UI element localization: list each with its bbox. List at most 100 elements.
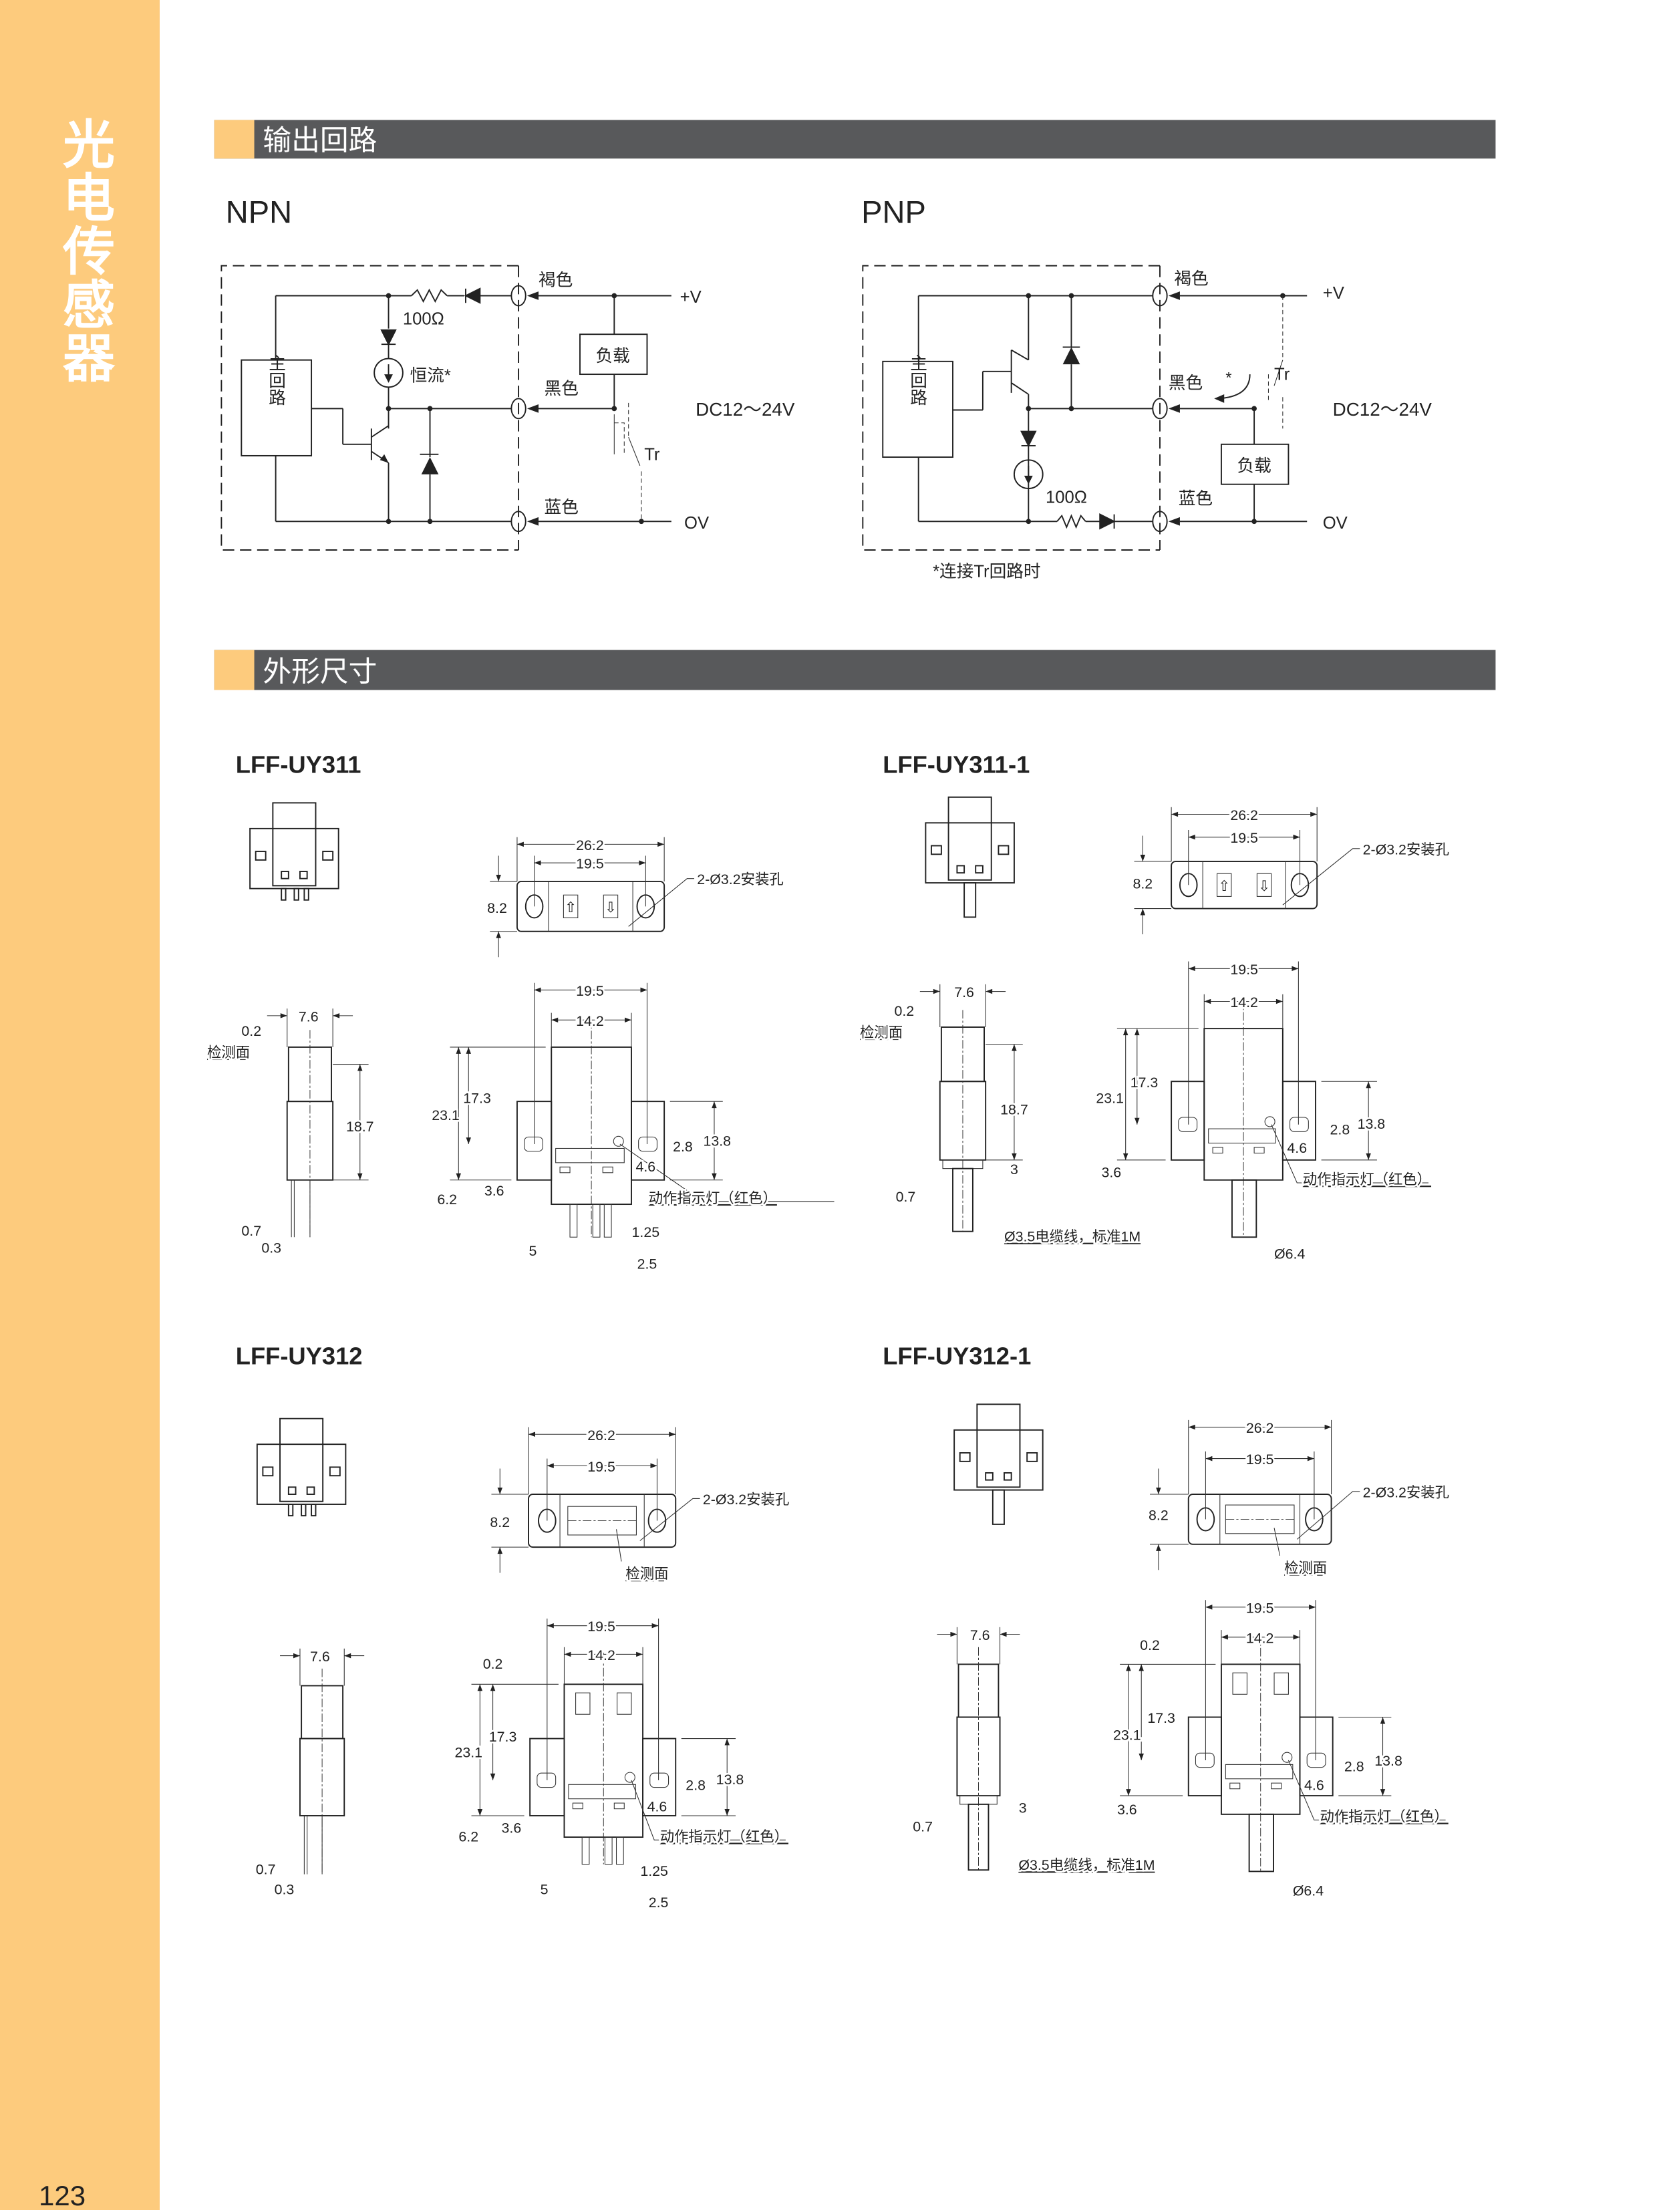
arrow-down-icon: ⇩ [1258,878,1270,894]
dimension-surface: 检测面 [207,1045,250,1061]
arrow-up-icon [1232,1672,1247,1695]
slot [329,1466,341,1477]
product-lff-uy312: LFF-UY31226.219.58.22-Ø3.2安装孔检测面7.60.70.… [236,1342,791,1912]
mounting-slot [524,1136,543,1152]
load-box [1220,443,1290,485]
dimension-front-body-w: 14.2 [576,1013,604,1029]
terminal [510,285,526,307]
dimension-pin-len: 6.2 [458,1828,478,1844]
pin [592,1204,601,1238]
dimension-front-axis: 17.3 [489,1729,517,1745]
mounting-slot [537,1772,557,1788]
dimension-top-hole-w: 19.5 [1246,1451,1274,1468]
circuit-type-title: NPN [226,194,292,229]
mounting-slot [1195,1752,1215,1768]
tr-label: Tr [644,445,660,464]
dimension-pin-t: 0.3 [261,1240,281,1256]
terminal-window [1212,1147,1223,1153]
front-view [1120,1600,1446,1873]
mounting-slot [1178,1117,1198,1132]
top-outline [1171,861,1318,910]
arrow-down-icon [617,1692,632,1715]
pin [293,887,299,901]
sensor-column [279,1417,324,1502]
wire [1273,360,1284,386]
pin [281,887,287,901]
dimension-top-hole-w: 19.5 [587,1459,615,1475]
dimension-cable-note: Ø3.5电缆线，标准1M [1018,1857,1155,1873]
arrow-up-icon [1216,873,1232,897]
tr-label: Tr [1274,366,1290,384]
asterisk-label: * [1225,369,1231,386]
dimension-front-h: 23.1 [1113,1727,1141,1744]
pin [569,1204,578,1238]
led-leader-line [619,1143,835,1202]
indicator-panel [568,1784,636,1800]
sensor-boundary [862,265,1160,551]
pnp-circuit-diagram: PNP主回路100Ω*褐色黑色蓝色负载+VOVDC12～24VTr*连接Tr回路… [861,194,1432,581]
category-sidebar: 光电传感器 123 [0,0,160,2211]
wire-brown-label: 褐色 [1174,269,1208,288]
led-leader-line [1288,1760,1446,1820]
constant-current-label: 恒流* [410,366,451,386]
led-leader-line [1271,1124,1428,1184]
slot [998,845,1010,855]
sensor-base [925,822,1015,884]
dimension-surface: 检测面 [1284,1560,1327,1576]
category-title: 光电传感器 [54,117,114,384]
product-model-title: LFF-UY311-1 [883,750,1030,778]
led-leader-line [631,1780,786,1840]
cable [1248,1813,1274,1873]
dimension-front-gap: 0.2 [483,1656,503,1672]
front-view [471,1618,786,1865]
wire-black-label: 黑色 [1169,373,1203,392]
arrow-icon [1168,517,1180,526]
arrow-down-icon: ⇩ [605,900,617,916]
front-wing-right [1282,1081,1316,1161]
zero-v-label: OV [1323,514,1348,533]
diode-symbol [1020,430,1037,448]
front-wing-right [642,1738,677,1816]
arrow-up-icon: ⇧ [1218,878,1230,894]
arrow-up-icon [563,894,579,918]
pin [615,1836,624,1865]
dimension-hole-note: 2-Ø3.2安装孔 [703,1492,789,1508]
sensor-base [249,827,339,889]
sensor-column [947,796,992,881]
load-box [579,333,648,376]
section-header-dimensions: 外形尺寸 [214,650,1496,690]
footnote: *连接Tr回路时 [933,562,1040,581]
main-circuit-box [241,359,313,456]
product-lff-uy311: LFF-UY311⇧⇩26.219.58.22-Ø3.2安装孔7.60.2检测面… [205,750,835,1274]
wire [615,1529,622,1562]
arrow-down-icon [603,894,619,918]
junction-dot [427,519,433,525]
dimension-pin-pitch: 1.25 [632,1224,660,1240]
dimension-wing-h: 13.8 [703,1133,731,1149]
top-outline [528,1494,677,1548]
terminal [1152,398,1168,420]
mounting-slot [638,1136,657,1152]
section-header-output-circuit: 输出回路 [214,120,1496,159]
wire-blue-label: 蓝色 [1179,489,1213,509]
dimension-wing-h: 13.8 [1358,1116,1386,1132]
junction-dot [639,519,644,525]
dimension-front-axis: 17.3 [463,1090,491,1106]
dimension-led-off: 4.6 [1287,1140,1307,1156]
leader-line [628,878,695,927]
dimension-front-h: 23.1 [1096,1090,1124,1106]
junction-dot [1026,519,1032,525]
dimension-side-w: 7.6 [299,1008,319,1024]
cable [1231,1179,1257,1238]
zener-diode [1062,347,1080,365]
wire [628,436,641,466]
diode-symbol [464,287,481,304]
resistor-symbol [411,288,448,303]
terminal-window [1253,1147,1265,1153]
led-window [299,871,308,879]
sensor-column [976,1403,1021,1488]
product-photo [953,1403,1044,1525]
dimension-base: 3.6 [502,1820,522,1836]
terminal-window [559,1166,571,1173]
arrow-icon [526,517,539,526]
